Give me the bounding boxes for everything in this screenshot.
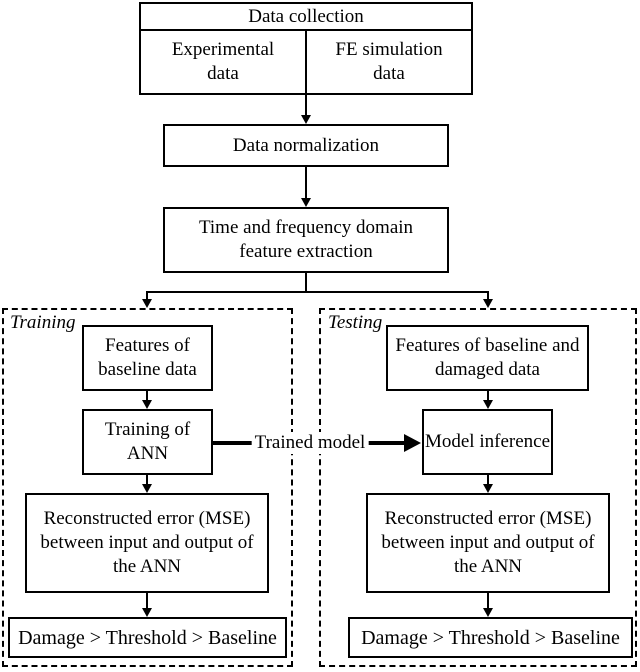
model-inference-text: Model inference [424, 431, 551, 452]
box-training-decision: Damage > Threshold > Baseline [8, 617, 287, 658]
box-data-normalization: Data normalization [163, 124, 449, 167]
testing-error-text: Reconstructed error (MSE) between input … [381, 508, 595, 577]
box-testing-features: Features of baseline and damaged data [386, 325, 589, 391]
box-training-features: Features of baseline data [82, 325, 213, 391]
cell-fe-simulation-data: FE simulation data [305, 31, 471, 93]
cell-fe-simulation-data-text: FE simulation data [335, 39, 443, 84]
testing-features-text: Features of baseline and damaged data [395, 335, 580, 380]
cell-experimental-data-text: Experimental data [171, 39, 275, 84]
feature-extraction-text: Time and frequency domain feature extrac… [198, 217, 414, 262]
box-model-inference: Model inference [422, 409, 553, 475]
training-features-text: Features of baseline data [98, 335, 197, 380]
testing-region [319, 308, 637, 667]
arrow-collection-to-normalization [301, 95, 311, 124]
data-collection-title: Data collection [141, 4, 471, 31]
training-error-text: Reconstructed error (MSE) between input … [40, 508, 254, 577]
box-training-error: Reconstructed error (MSE) between input … [25, 493, 269, 593]
training-of-ann-text: Training of ANN [104, 419, 191, 464]
connector-extraction-split [142, 273, 493, 308]
data-collection-title-text: Data collection [248, 5, 364, 27]
box-testing-error: Reconstructed error (MSE) between input … [366, 493, 610, 593]
data-collection-cells: Experimental data FE simulation data [141, 31, 471, 93]
testing-decision-text: Damage > Threshold > Baseline [361, 626, 620, 649]
testing-region-label: Testing [326, 312, 385, 334]
box-feature-extraction: Time and frequency domain feature extrac… [163, 207, 449, 273]
cell-experimental-data: Experimental data [141, 31, 305, 93]
training-decision-text: Damage > Threshold > Baseline [18, 626, 277, 649]
trained-model-label: Trained model [251, 432, 369, 454]
data-normalization-text: Data normalization [232, 134, 380, 156]
training-region [2, 308, 293, 667]
box-training-of-ann: Training of ANN [82, 409, 213, 475]
box-data-collection: Data collection Experimental data FE sim… [139, 2, 473, 95]
box-testing-decision: Damage > Threshold > Baseline [348, 617, 633, 658]
training-region-label: Training [8, 312, 78, 334]
arrow-normalization-to-extraction [301, 166, 311, 207]
